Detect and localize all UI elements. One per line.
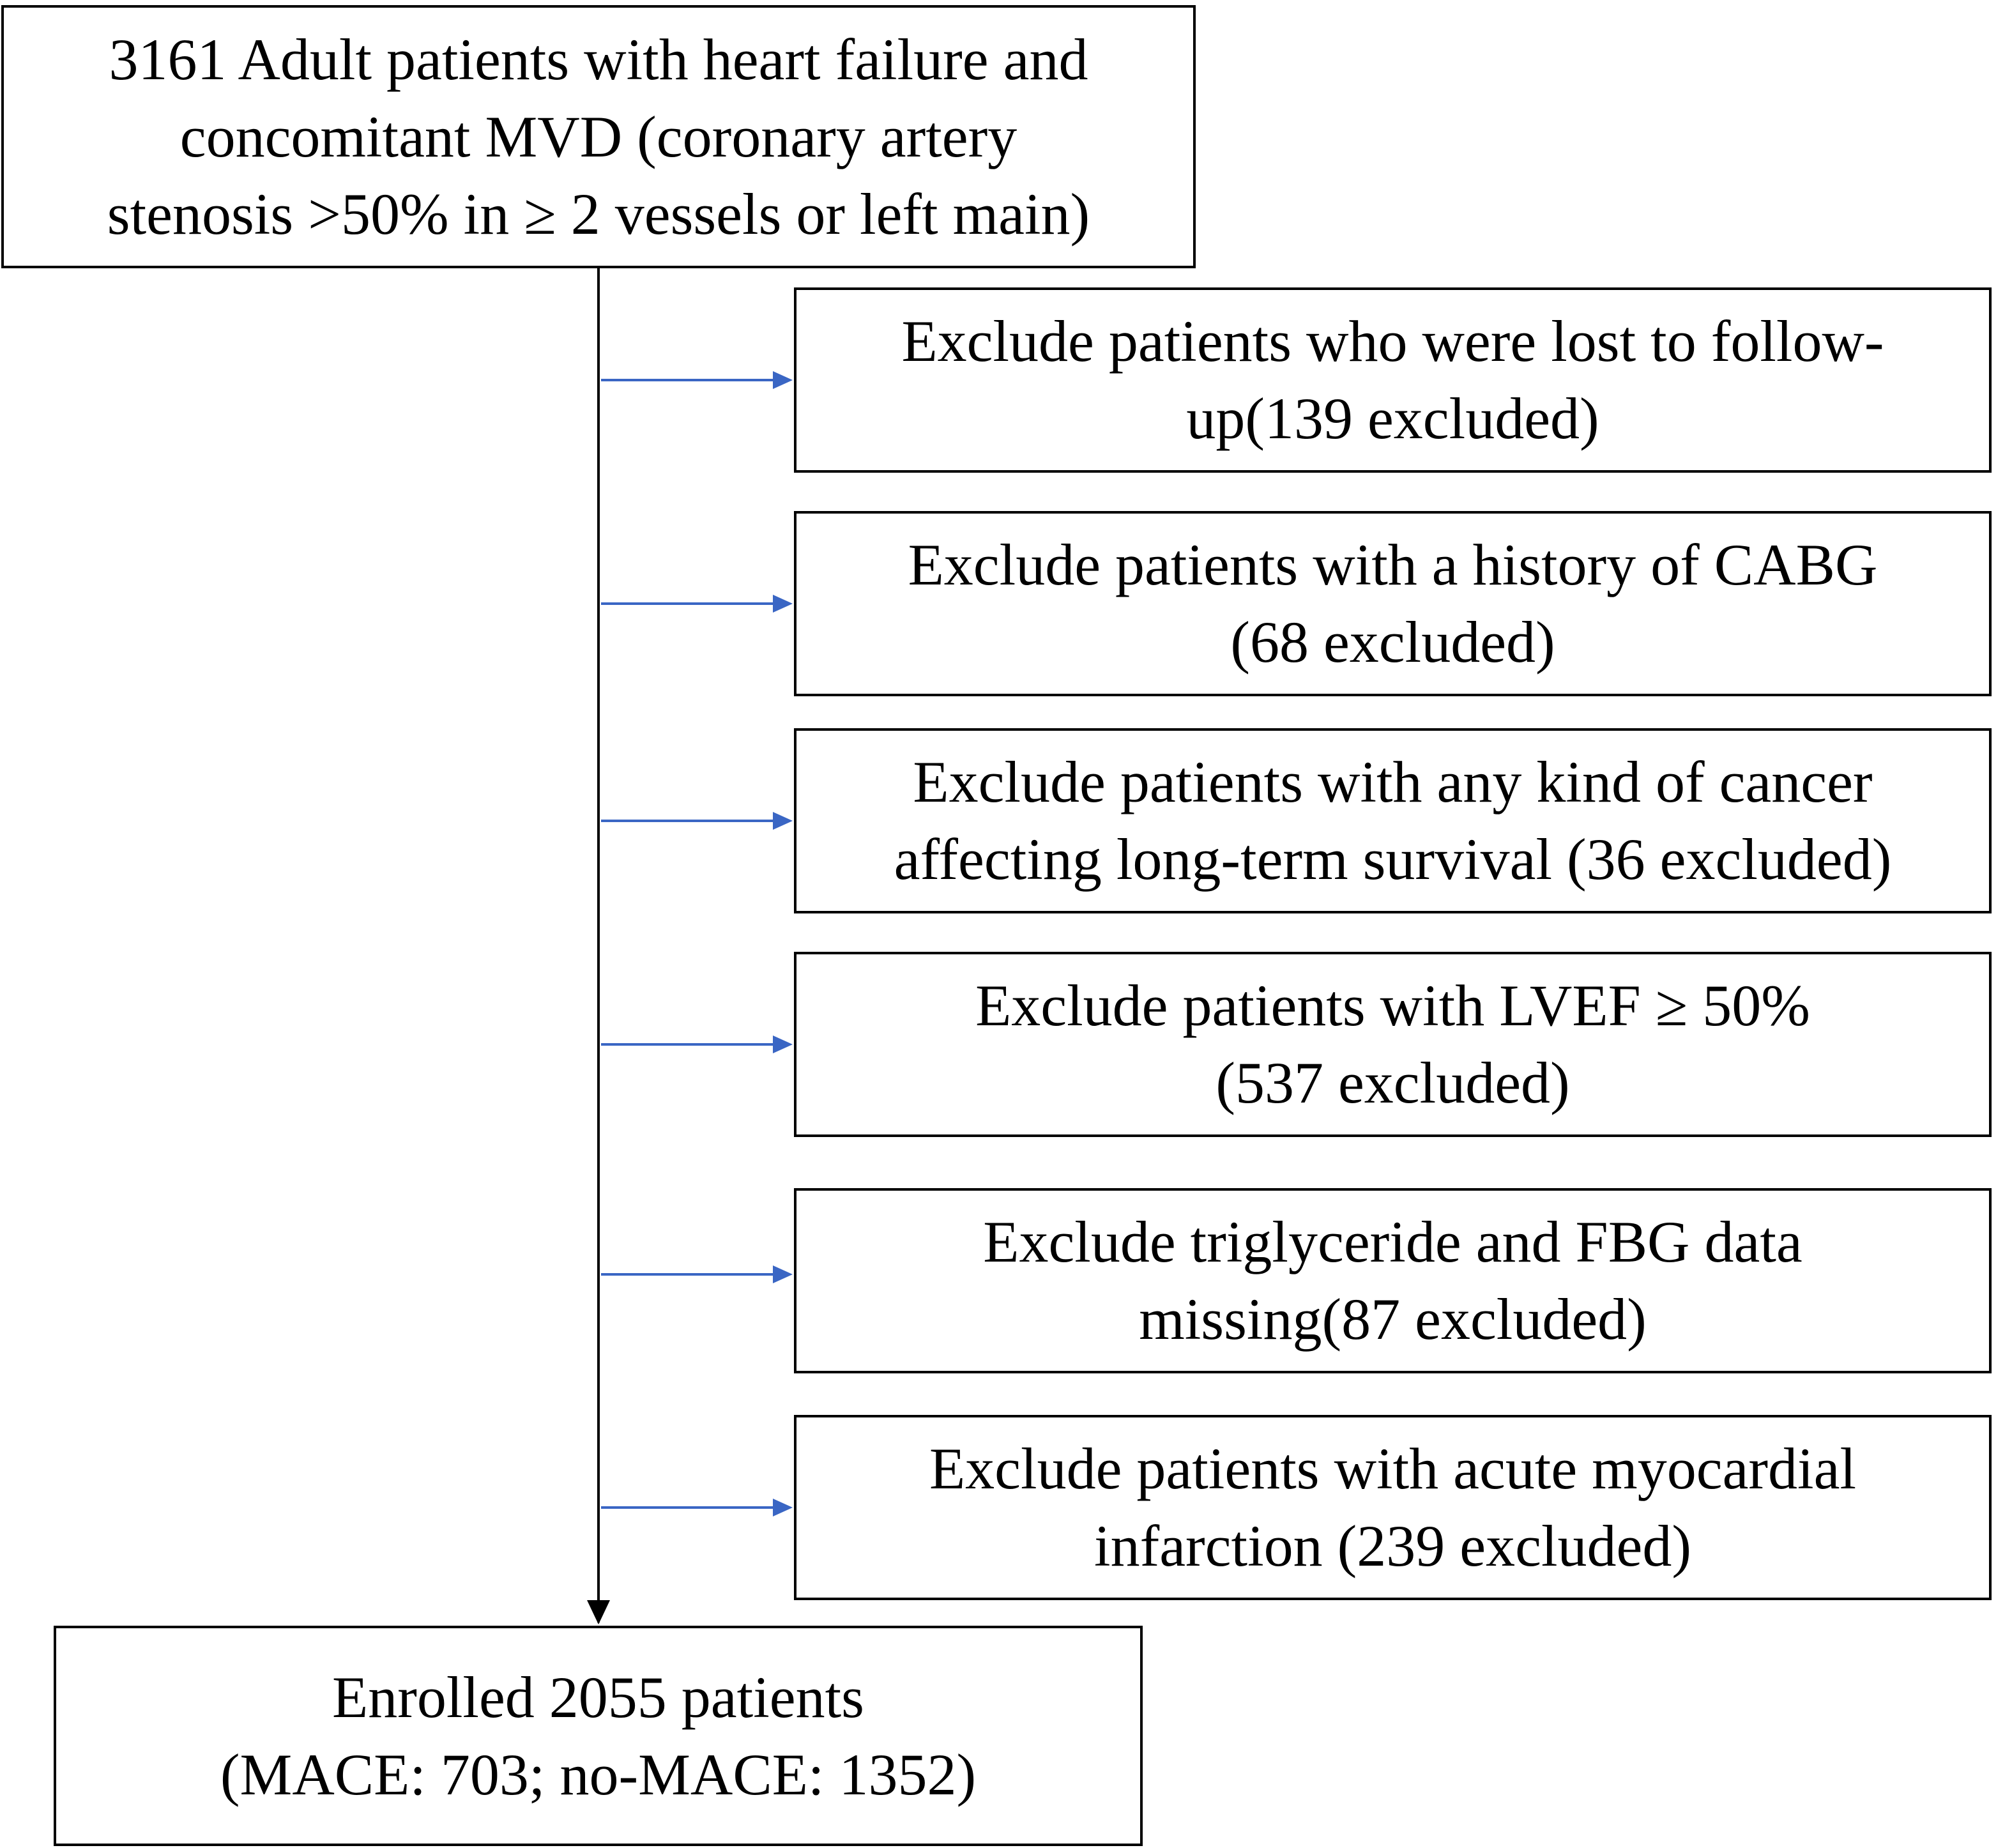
enrolled-population-box: Enrolled 2055 patients (MACE: 703; no-MA…	[54, 1626, 1143, 1846]
exclusion-5-line-2: missing(87 excluded)	[1139, 1287, 1647, 1352]
branch-arrowhead-3	[773, 812, 793, 830]
exclusion-3-line-1: Exclude patients with any kind of cancer	[913, 749, 1873, 814]
exclusion-2-line-1: Exclude patients with a history of CABG	[908, 532, 1878, 597]
exclusion-6-line-2: infarction (239 excluded)	[1094, 1513, 1691, 1578]
start-line-3: stenosis >50% in ≥ 2 vessels or left mai…	[107, 181, 1090, 247]
enrolled-line-1: Enrolled 2055 patients	[332, 1664, 864, 1730]
main-flow-arrowhead	[587, 1600, 610, 1624]
exclusion-box-acute-mi: Exclude patients with acute myocardial i…	[794, 1415, 1992, 1600]
exclusion-1-line-2: up(139 excluded)	[1186, 386, 1599, 451]
exclusion-5-line-1: Exclude triglyceride and FBG data	[983, 1209, 1802, 1274]
exclusion-box-cabg-history: Exclude patients with a history of CABG …	[794, 511, 1992, 696]
exclusion-4-line-2: (537 excluded)	[1216, 1050, 1570, 1115]
start-population-box: 3161 Adult patients with heart failure a…	[1, 5, 1196, 268]
branch-arrowhead-6	[773, 1499, 793, 1516]
exclusion-box-missing-data: Exclude triglyceride and FBG data missin…	[794, 1188, 1992, 1373]
enrolled-line-2: (MACE: 703; no-MACE: 1352)	[220, 1741, 977, 1807]
exclusion-2-line-2: (68 excluded)	[1230, 609, 1555, 675]
exclusion-6-line-1: Exclude patients with acute myocardial	[929, 1436, 1857, 1501]
exclusion-box-lost-follow-up: Exclude patients who were lost to follow…	[794, 287, 1992, 473]
start-line-2: concomitant MVD (coronary artery	[179, 103, 1017, 169]
exclusion-box-lvef: Exclude patients with LVEF ≥ 50% (537 ex…	[794, 952, 1992, 1137]
exclusion-4-line-1: Exclude patients with LVEF ≥ 50%	[975, 973, 1810, 1038]
branch-arrowhead-2	[773, 595, 793, 613]
branch-arrowhead-5	[773, 1265, 793, 1283]
branch-arrowhead-4	[773, 1035, 793, 1053]
exclusion-3-line-2: affecting long-term survival (36 exclude…	[894, 827, 1892, 892]
start-line-1: 3161 Adult patients with heart failure a…	[109, 26, 1088, 92]
exclusion-1-line-1: Exclude patients who were lost to follow…	[901, 309, 1884, 374]
exclusion-box-cancer: Exclude patients with any kind of cancer…	[794, 728, 1992, 913]
branch-arrowhead-1	[773, 371, 793, 389]
